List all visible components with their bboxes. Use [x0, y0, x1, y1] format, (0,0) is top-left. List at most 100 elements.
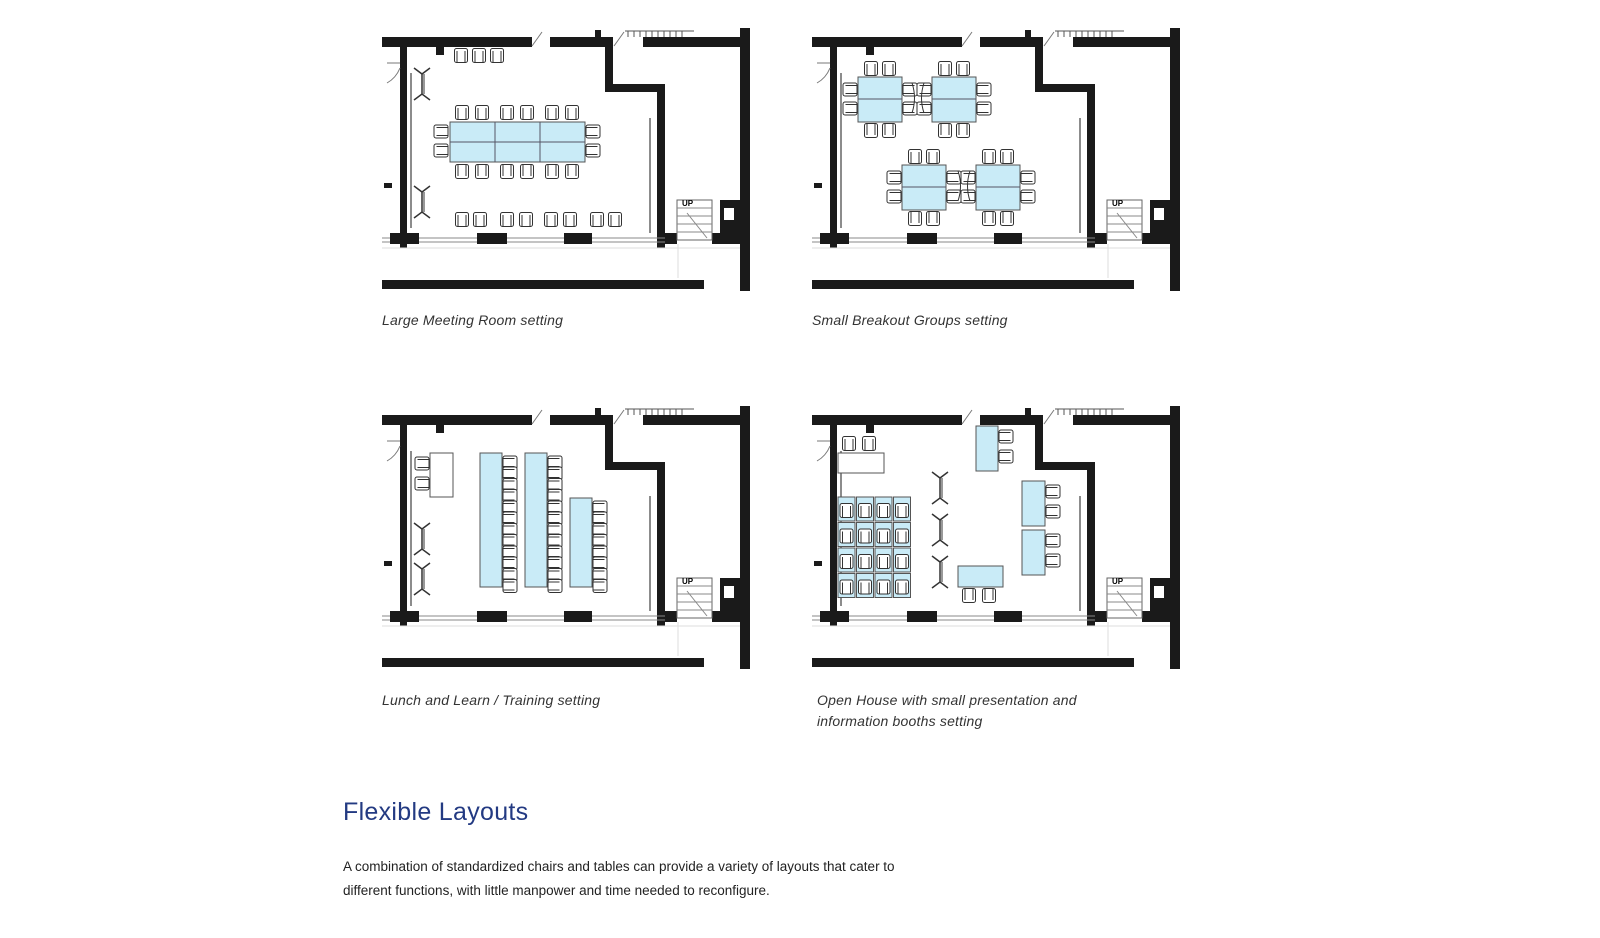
- chair-icon: [519, 212, 533, 227]
- lectern-icon: [931, 471, 949, 505]
- chair-icon: [585, 143, 601, 158]
- chair-icon: [565, 164, 579, 179]
- chair-icon: [858, 554, 872, 569]
- chair-icon: [565, 105, 579, 120]
- chair-icon: [895, 528, 909, 544]
- chair-icon: [585, 124, 601, 139]
- chair-icon: [858, 503, 872, 518]
- chair-icon: [839, 528, 854, 544]
- chair-icon: [998, 449, 1014, 464]
- chair-icon: [839, 554, 854, 569]
- chair-icon: [908, 149, 922, 164]
- chair-icon: [500, 212, 514, 227]
- table: [429, 452, 454, 498]
- lectern-icon: [957, 170, 971, 202]
- chair-icon: [1000, 211, 1014, 226]
- stair-label: UP: [682, 577, 694, 586]
- floor-plan-lunch-and-learn: UP: [382, 406, 751, 670]
- chair-icon: [547, 579, 563, 593]
- floor-plan-small-breakout-groups: UP: [812, 28, 1181, 292]
- chair-icon: [998, 429, 1014, 444]
- chair-icon: [473, 212, 487, 227]
- table: [524, 452, 548, 588]
- chair-icon: [1020, 189, 1036, 204]
- chair-icon: [545, 164, 559, 179]
- lectern-icon: [911, 82, 925, 114]
- chair-icon: [926, 149, 940, 164]
- chair-icon: [886, 170, 902, 185]
- chair-icon: [976, 101, 992, 116]
- chair-icon: [590, 212, 604, 227]
- chair-icon: [1020, 170, 1036, 185]
- table: [975, 425, 999, 472]
- chair-icon: [839, 579, 854, 595]
- table: [1021, 480, 1046, 527]
- stair-label: UP: [1112, 577, 1124, 586]
- chair-icon: [842, 82, 858, 97]
- chair-icon: [858, 528, 872, 544]
- chair-icon: [433, 143, 449, 158]
- chair-icon: [862, 436, 876, 451]
- table: [479, 452, 503, 588]
- lectern-icon: [931, 513, 949, 547]
- floor-plan-large-meeting-room: UP: [382, 28, 751, 292]
- lectern-icon: [413, 67, 431, 101]
- chair-icon: [842, 101, 858, 116]
- chair-icon: [842, 436, 856, 451]
- chair-icon: [895, 503, 909, 518]
- chair-icon: [916, 82, 932, 97]
- chair-icon: [500, 105, 514, 120]
- chair-icon: [545, 105, 559, 120]
- chair-icon: [414, 456, 430, 471]
- chair-icon: [454, 48, 468, 63]
- chair-icon: [938, 123, 952, 138]
- table: [569, 497, 593, 588]
- chair-icon: [1000, 149, 1014, 164]
- lectern-icon: [413, 522, 431, 556]
- chair-icon: [414, 476, 430, 491]
- chair-icon: [455, 105, 469, 120]
- chair-icon: [876, 528, 891, 544]
- layout-caption: Large Meeting Room setting: [382, 312, 564, 328]
- section-body: A combination of standardized chairs and…: [343, 859, 895, 898]
- chair-icon: [858, 579, 872, 595]
- chair-icon: [895, 554, 909, 569]
- chair-icon: [982, 211, 996, 226]
- chair-icon: [876, 503, 891, 518]
- chair-icon: [938, 61, 952, 76]
- chair-icon: [608, 212, 622, 227]
- chair-icon: [592, 579, 608, 593]
- chair-icon: [876, 579, 891, 595]
- chair-icon: [839, 503, 854, 518]
- chair-icon: [962, 588, 976, 603]
- chair-icon: [490, 48, 504, 63]
- lectern-icon: [413, 185, 431, 219]
- stair-label: UP: [682, 199, 694, 208]
- chair-icon: [908, 211, 922, 226]
- lectern-icon: [413, 562, 431, 596]
- chair-icon: [864, 123, 878, 138]
- table: [957, 565, 1004, 588]
- chair-icon: [982, 149, 996, 164]
- chair-icon: [876, 554, 891, 569]
- floor-plan-open-house: UP: [812, 406, 1181, 670]
- chair-icon: [455, 212, 469, 227]
- chair-icon: [1045, 504, 1061, 519]
- chair-icon: [895, 579, 909, 595]
- layout-caption: Open House with small presentation and i…: [817, 692, 1077, 729]
- lectern-icon: [931, 555, 949, 589]
- chair-icon: [1045, 553, 1061, 568]
- chair-icon: [520, 105, 534, 120]
- chair-icon: [520, 164, 534, 179]
- table: [1021, 529, 1046, 576]
- chair-icon: [902, 101, 918, 116]
- table: [837, 452, 885, 474]
- chair-icon: [475, 164, 489, 179]
- chair-icon: [956, 123, 970, 138]
- chair-icon: [982, 588, 996, 603]
- chair-icon: [976, 82, 992, 97]
- layout-caption: Lunch and Learn / Training setting: [382, 692, 601, 708]
- chair-icon: [1045, 533, 1061, 548]
- chair-icon: [563, 212, 577, 227]
- chair-icon: [502, 579, 518, 593]
